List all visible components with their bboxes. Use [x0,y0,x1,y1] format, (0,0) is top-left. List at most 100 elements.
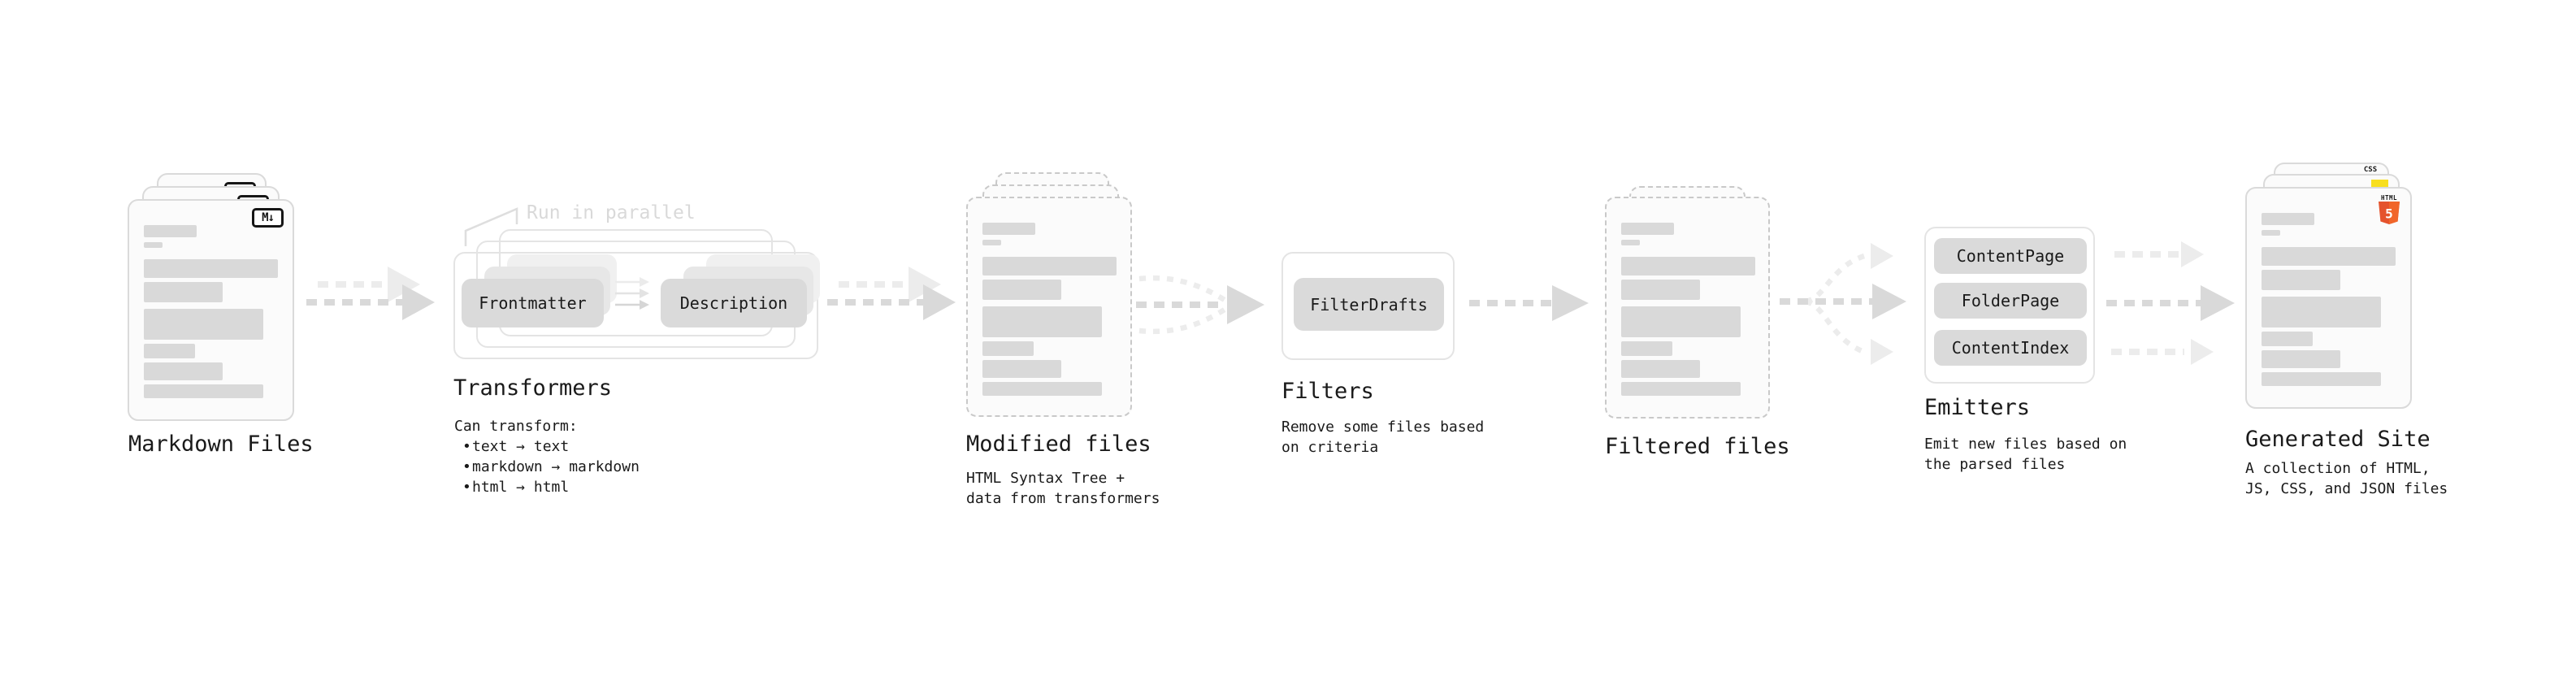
subtitle-line: HTML Syntax Tree + [966,470,1125,487]
fan-out-bottom-head [1871,339,1893,365]
plugin-frontmatter: Frontmatter [462,279,604,327]
text-placeholder-bar [2262,247,2396,266]
stage-title-emitters: Emitters [1924,395,2031,420]
stage-title-filters: Filters [1281,379,1374,404]
text-placeholder-bar [982,341,1034,356]
run-in-parallel-label: Run in parallel [527,202,696,223]
text-placeholder-bar [144,282,223,302]
text-placeholder-bar [144,344,195,358]
markdown-logo-text: M↓ [262,211,275,224]
text-placeholder-bar [982,223,1035,235]
text-placeholder-bar [144,309,263,340]
emitter-arrow-bottom [2111,339,2214,365]
transformers-description: Can transform: •text → text •markdown → … [454,416,640,497]
arrow-modified-to-filters [1136,275,1264,335]
stage-title-filtered-files: Filtered files [1605,434,1790,459]
emitters-description: Emit new files based on the parsed files [1924,434,2127,475]
transformer-box-front [453,252,818,359]
arrow-ghost [839,267,941,302]
text-placeholder-bar [144,225,197,237]
stage-title-modified-files: Modified files [966,432,1151,457]
document-skeleton [968,198,1130,415]
plugin-folderpage-label: FolderPage [1961,291,2060,310]
document-skeleton [2247,189,2410,407]
mini-arrow-top [615,277,649,287]
text-placeholder-bar [1621,341,1672,356]
subtitle-line: data from transformers [966,490,1160,507]
subtitle-line: JS, CSS, and JSON files [2245,480,2448,497]
bullet-label: text → text [472,438,570,455]
filters-box [1281,252,1455,360]
bullet-glyph: • [462,479,471,496]
plugin-contentindex-label: ContentIndex [1951,338,2070,358]
text-placeholder-bar [2262,270,2340,290]
subtitle-line: on criteria [1281,439,1379,456]
css-logo-text: CSS [2363,166,2378,174]
html5-logo-word: HTML [2380,194,2398,202]
generated-file-card-front: HTML 5 [2245,187,2412,409]
text-placeholder-bar [1621,240,1640,245]
stage-title-transformers: Transformers [453,375,613,401]
mini-arrow-bottom [615,300,649,310]
text-placeholder-bar [982,382,1102,396]
text-placeholder-bar [144,242,163,248]
plugin-filterdrafts: FilterDrafts [1294,278,1444,331]
markdown-file-card-front: M↓ [128,199,294,421]
text-placeholder-bar [2262,230,2280,236]
text-placeholder-bar [1621,360,1700,378]
arrow-filtered-to-emitters [1780,243,1906,365]
arrow-markdown-to-transformers [306,267,435,320]
document-skeleton [129,201,293,419]
text-placeholder-bar [1621,382,1741,396]
parallel-mini-arrows [615,277,649,310]
text-placeholder-bar [1621,280,1700,300]
subtitle-line: Emit new files based on [1924,436,2127,453]
arrows-emitters-to-generated [2106,241,2235,365]
text-placeholder-bar [144,384,263,398]
modified-file-card-front [966,197,1132,417]
subtitle-line: the parsed files [1924,456,2066,473]
text-placeholder-bar [1621,306,1741,337]
plugin-description-label: Description [679,293,788,313]
text-placeholder-bar [982,360,1061,378]
html5-logo-icon: HTML 5 [2377,194,2401,228]
bullet-markdown-to-markdown: •markdown → markdown [454,457,640,477]
arrow-transformers-to-modified [827,267,956,320]
fan-out-top-head [1871,243,1893,269]
bullet-html-to-html: •html → html [454,477,640,497]
plugin-description: Description [661,279,807,327]
stage-title-markdown-files: Markdown Files [128,432,314,457]
html5-logo-number: 5 [2385,206,2393,222]
text-placeholder-bar [982,257,1117,275]
fan-out-top-curve [1805,253,1866,305]
modified-files-description: HTML Syntax Tree + data from transformer… [966,468,1160,509]
emitters-box [1924,227,2095,384]
bullet-glyph: • [462,458,471,475]
plugin-contentpage-label: ContentPage [1956,246,2065,266]
plugin-filterdrafts-label: FilterDrafts [1310,294,1428,314]
subtitle-line: A collection of HTML, [2245,460,2431,477]
text-placeholder-bar [1621,223,1674,235]
text-placeholder-bar [982,306,1102,337]
filters-description: Remove some files based on criteria [1281,417,1484,458]
text-placeholder-bar [2262,372,2381,386]
arrow-ghost [318,267,420,302]
js-logo-icon [2371,180,2388,189]
plugin-contentindex: ContentIndex [1934,330,2087,366]
plugin-contentpage: ContentPage [1934,238,2087,274]
emitter-arrow-top [2114,241,2204,267]
stage-title-generated-site: Generated Site [2245,427,2431,452]
filtered-file-card-front [1605,197,1770,419]
text-placeholder-bar [982,280,1061,300]
markdown-logo-icon: M↓ [252,208,284,228]
html5-shield: 5 [2379,202,2400,224]
can-transform-heading: Can transform: [454,418,578,435]
bullet-label: html → html [472,479,570,496]
fan-out-bottom-curve [1805,298,1866,355]
text-placeholder-bar [982,240,1001,245]
document-skeleton [1607,198,1768,417]
subtitle-line: Remove some files based [1281,419,1485,436]
fan-in-top-curve [1138,275,1229,304]
text-placeholder-bar [2262,350,2340,368]
